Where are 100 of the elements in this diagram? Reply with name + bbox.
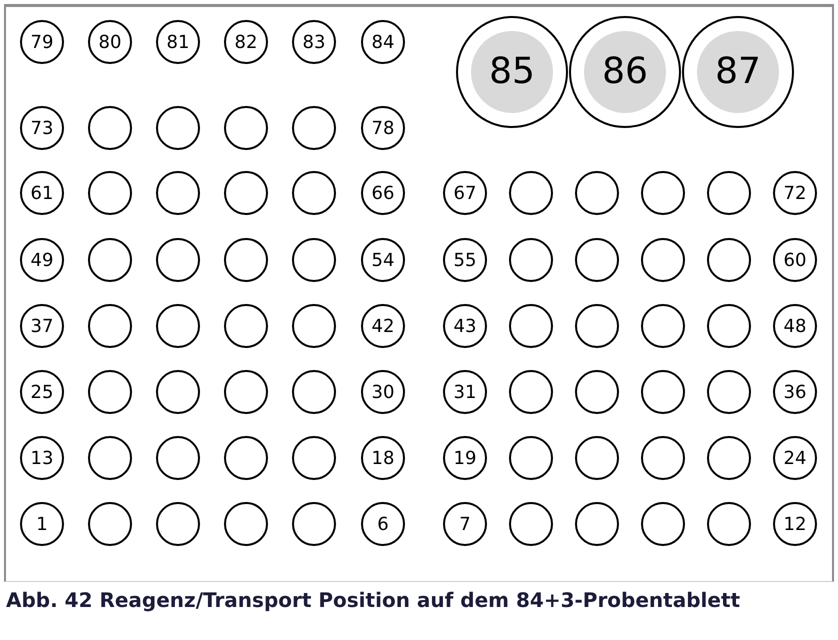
position-number: 31	[454, 380, 476, 404]
position-number: 84	[372, 30, 394, 54]
empty-position	[88, 436, 132, 480]
empty-position	[707, 238, 751, 282]
sample-position	[20, 106, 64, 150]
empty-position	[88, 106, 132, 150]
sample-position	[443, 304, 487, 348]
empty-position	[707, 171, 751, 215]
empty-position	[88, 238, 132, 282]
sample-position	[443, 370, 487, 414]
sample-position	[361, 502, 405, 546]
position-number: 81	[166, 30, 190, 54]
empty-position	[292, 106, 336, 150]
empty-position	[88, 370, 132, 414]
position-number: 6	[377, 512, 389, 536]
position-number: 67	[454, 182, 476, 206]
sample-position	[20, 171, 64, 215]
position-number: 18	[372, 446, 394, 470]
position-number: 19	[454, 446, 476, 470]
sample-position	[361, 20, 405, 64]
empty-position	[575, 502, 619, 546]
position-number: 42	[372, 314, 394, 338]
empty-position	[575, 238, 619, 282]
position-number: 49	[30, 248, 54, 272]
empty-position	[156, 436, 200, 480]
sample-position	[443, 502, 487, 546]
sample-position	[773, 171, 817, 215]
empty-position	[509, 436, 553, 480]
sample-position	[20, 436, 64, 480]
empty-position	[641, 370, 685, 414]
position-number: 7	[459, 512, 471, 536]
empty-position	[575, 436, 619, 480]
sample-position	[20, 238, 64, 282]
empty-position	[156, 370, 200, 414]
position-number: 1	[36, 512, 48, 536]
position-number: 43	[454, 314, 476, 338]
empty-position	[156, 106, 200, 150]
empty-position	[292, 238, 336, 282]
empty-position	[224, 171, 268, 215]
sample-position	[773, 304, 817, 348]
empty-position	[509, 238, 553, 282]
position-number: 79	[30, 30, 54, 54]
position-number: 72	[784, 182, 806, 206]
sample-position	[361, 171, 405, 215]
sample-position	[773, 436, 817, 480]
empty-position	[224, 238, 268, 282]
sample-position	[443, 238, 487, 282]
empty-position	[88, 502, 132, 546]
position-number: 12	[784, 512, 806, 536]
sample-position	[773, 502, 817, 546]
empty-position	[88, 171, 132, 215]
empty-position	[292, 436, 336, 480]
sample-position	[443, 436, 487, 480]
empty-position	[292, 370, 336, 414]
empty-position	[509, 304, 553, 348]
empty-position	[292, 304, 336, 348]
position-number: 30	[372, 380, 394, 404]
empty-position	[224, 436, 268, 480]
sample-position	[361, 370, 405, 414]
position-number: 73	[30, 116, 54, 140]
empty-position	[156, 304, 200, 348]
empty-position	[292, 502, 336, 546]
empty-position	[641, 238, 685, 282]
position-number: 80	[98, 30, 122, 54]
position-number: 13	[30, 446, 54, 470]
sample-position	[773, 238, 817, 282]
sample-position	[20, 304, 64, 348]
empty-position	[292, 171, 336, 215]
position-number: 25	[30, 380, 54, 404]
empty-position	[224, 502, 268, 546]
empty-position	[156, 171, 200, 215]
sample-position	[361, 106, 405, 150]
sample-position	[224, 20, 268, 64]
sample-position	[361, 304, 405, 348]
empty-position	[575, 304, 619, 348]
position-number: 55	[454, 248, 476, 272]
empty-position	[641, 502, 685, 546]
empty-position	[224, 304, 268, 348]
empty-position	[509, 171, 553, 215]
position-number: 37	[30, 314, 54, 338]
sample-position	[156, 20, 200, 64]
sample-position	[361, 238, 405, 282]
position-number: 66	[372, 182, 394, 206]
sample-position	[20, 20, 64, 64]
position-number: 82	[234, 30, 258, 54]
sample-position	[443, 171, 487, 215]
empty-position	[707, 304, 751, 348]
empty-position	[509, 502, 553, 546]
empty-position	[509, 370, 553, 414]
position-number: 36	[784, 380, 806, 404]
sample-position	[773, 370, 817, 414]
empty-position	[641, 304, 685, 348]
empty-position	[575, 171, 619, 215]
empty-position	[156, 502, 200, 546]
sample-position	[20, 502, 64, 546]
empty-position	[88, 304, 132, 348]
empty-position	[224, 106, 268, 150]
sample-position	[20, 370, 64, 414]
sample-position	[88, 20, 132, 64]
position-number: 60	[784, 248, 806, 272]
